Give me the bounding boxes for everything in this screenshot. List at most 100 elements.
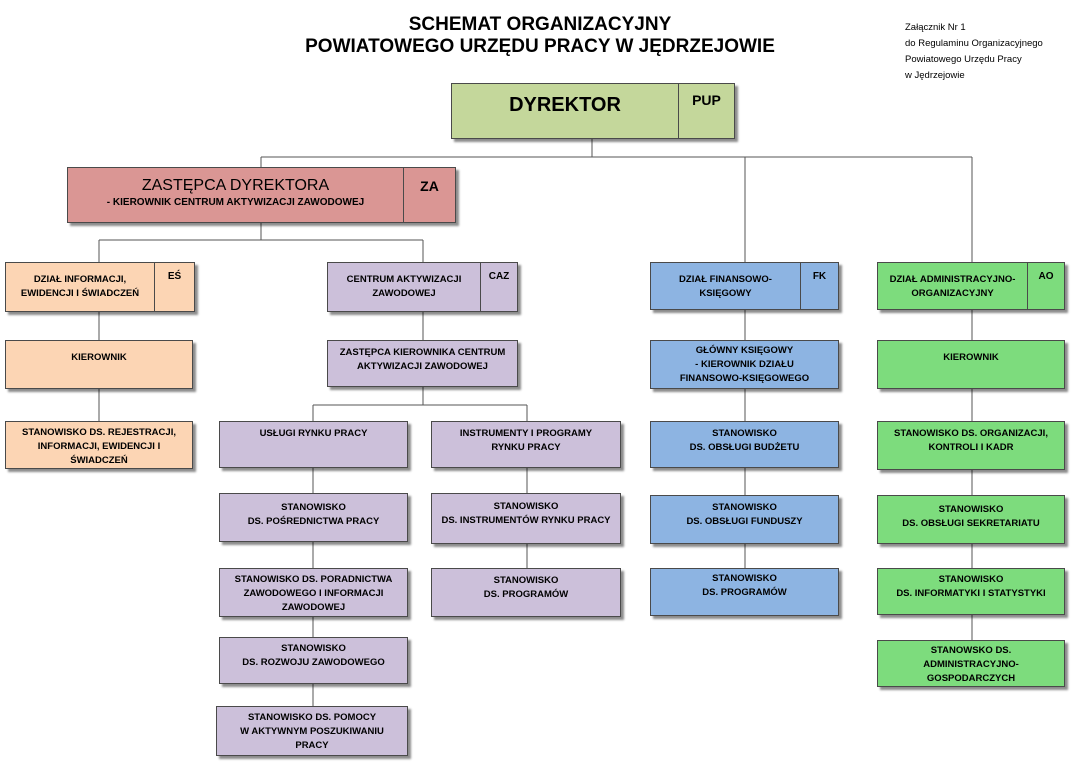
deputy-label: ZASTĘPCA DYREKTORA [141,177,330,194]
caz-counselling-post: STANOWISKO DS. PORADNICTWA ZAWODOWEGO I … [219,568,408,617]
box-line: KONTROLI I KADR [928,442,1014,453]
box-line: ZAWODOWEJ [281,602,346,613]
box-line: STANOWISKO [281,502,346,513]
deputy-sublabel: - KIEROWNIK CENTRUM AKTYWIZACJI ZAWODOWE… [106,197,365,208]
caz-labour-services: USŁUGI RYNKU PRACY [219,421,408,468]
director-box: DYREKTOR PUP [451,83,735,139]
box-line: - KIEROWNIK DZIAŁU [695,359,794,370]
caz-job-placement-label: STANOWISKO DS. POŚREDNICTWA PRACY [220,494,407,541]
caz-instruments-post: STANOWISKO DS. INSTRUMENTÓW RYNKU PRACY [431,493,621,544]
box-line: STANOWISKO [712,573,777,584]
box-line: GOSPODARCZYCH [926,673,1016,684]
annex-line1: Załącznik Nr 1 [905,22,966,33]
deputy-code: ZA [403,168,455,222]
caz-deputy: ZASTĘPCA KIEROWNIKA CENTRUM AKTYWIZACJI … [327,340,518,387]
ao-manager: KIEROWNIK [877,340,1065,389]
caz-instruments-post-label: STANOWISKO DS. INSTRUMENTÓW RYNKU PRACY [432,494,620,543]
dept-fk-head: DZIAŁ FINANSOWO- KSIĘGOWY FK [650,262,839,310]
dept-caz-head: CENTRUM AKTYWIZACJI ZAWODOWEJ CAZ [327,262,518,312]
director-code: PUP [678,84,734,138]
caz-job-placement-post: STANOWISKO DS. POŚREDNICTWA PRACY [219,493,408,542]
box-line: ŚWIADCZEŃ [70,455,128,466]
box-line: INFORMACJI, EWIDENCJI I [37,441,161,452]
director-label: DYREKTOR [509,94,621,116]
chart-title-line2: POWIATOWEGO URZĘDU PRACY W JĘDRZEJOWIE [305,36,775,57]
ao-it-post: STANOWISKO DS. INFORMATYKI I STATYSTYKI [877,568,1065,615]
box-line: DS. ROZWOJU ZAWODOWEGO [242,657,385,668]
caz-instruments-programmes: INSTRUMENTY I PROGRAMY RYNKU PRACY [431,421,621,468]
caz-development-post: STANOWISKO DS. ROZWOJU ZAWODOWEGO [219,637,408,684]
box-line: STANOWISKO [493,575,559,586]
box-line: DZIAŁ FINANSOWO- [679,274,772,285]
box-line: STANOWISKO DS. ORGANIZACJI, [894,428,1048,439]
deputy-label-area: ZASTĘPCA DYREKTORA - KIEROWNIK CENTRUM A… [68,168,403,222]
box-line: STANOWISKO [281,643,346,654]
fk-programmes-post: STANOWISKO DS. PROGRAMÓW [650,568,839,616]
box-line: ZAWODOWEGO I INFORMACJI [243,588,384,599]
chart-title: SCHEMAT ORGANIZACYJNY POWIATOWEGO URZĘDU… [280,14,800,58]
box-line: STANOWISKO DS. REJESTRACJI, [22,427,176,438]
ao-administration-label: STANOWSKO DS. ADMINISTRACYJNO- GOSPODARC… [878,641,1064,686]
box-line: KSIĘGOWY [699,288,752,299]
box-line: STANOWISKO [712,502,777,513]
ao-secretariat-post: STANOWISKO DS. OBSŁUGI SEKRETARIATU [877,495,1065,544]
director-label-area: DYREKTOR [452,84,678,138]
box-line: KIEROWNIK [943,352,999,363]
annex-line4: w Jędrzejowie [905,70,965,81]
box-line: CENTRUM AKTYWIZACJI [346,274,462,285]
caz-programmes-label: STANOWISKO DS. PROGRAMÓW [432,569,620,616]
es-registration-label: STANOWISKO DS. REJESTRACJI, INFORMACJI, … [6,422,192,468]
box-line: ZAWODOWEJ [372,288,436,299]
annex-line2: do Regulaminu Organizacyjnego [905,38,1043,49]
ao-hr-label: STANOWISKO DS. ORGANIZACJI, KONTROLI I K… [878,422,1064,469]
dept-ao-label: DZIAŁ ADMINISTRACYJNO- ORGANIZACYJNY [878,263,1027,309]
caz-instruments-label: INSTRUMENTY I PROGRAMY RYNKU PRACY [432,422,620,467]
dept-es-code: EŚ [154,263,194,311]
ao-administration-post: STANOWSKO DS. ADMINISTRACYJNO- GOSPODARC… [877,640,1065,687]
box-line: KIEROWNIK [71,352,127,363]
fk-chief-accountant: GŁÓWNY KSIĘGOWY - KIEROWNIK DZIAŁU FINAN… [650,340,839,389]
box-line: ZASTĘPCA KIEROWNIKA CENTRUM [339,347,506,358]
box-line: STANOWISKO DS. POMOCY [247,712,377,723]
box-line: AKTYWIZACJI ZAWODOWEJ [357,361,488,372]
box-line: GŁÓWNY KSIĘGOWY [695,345,794,356]
box-line: W AKTYWNYM POSZUKIWANIU [240,726,384,737]
dept-fk-code: FK [800,263,838,309]
box-line: PRACY [295,740,329,751]
caz-counselling-label: STANOWISKO DS. PORADNICTWA ZAWODOWEGO I … [220,569,407,616]
dept-es-head: DZIAŁ INFORMACJI, EWIDENCJI I ŚWIADCZEŃ … [5,262,195,312]
dept-ao-code: AO [1027,263,1064,309]
caz-labour-services-label: USŁUGI RYNKU PRACY [220,422,407,467]
box-line: INSTRUMENTY I PROGRAMY [459,428,593,439]
ao-it-label: STANOWISKO DS. INFORMATYKI I STATYSTYKI [878,569,1064,614]
box-line: DS. INSTRUMENTÓW RYNKU PRACY [441,515,611,526]
ao-manager-label: KIEROWNIK [878,341,1064,388]
box-line: FINANSOWO-KSIĘGOWEGO [679,373,810,384]
box-line: DS. OBSŁUGI SEKRETARIATU [902,518,1040,529]
box-line: STANOWSKO DS. ADMINISTRACYJNO- [923,645,1019,670]
box-line: DS. INFORMATYKI I STATYSTYKI [896,588,1046,599]
box-line: STANOWISKO [938,504,1004,515]
box-line: DS. PROGRAMÓW [702,587,787,598]
box-line: DS. POŚREDNICTWA PRACY [247,516,380,527]
fk-funds-label: STANOWISKO DS. OBSŁUGI FUNDUSZY [651,496,838,543]
dept-es-label-line: DZIAŁ INFORMACJI, [33,274,127,285]
deputy-director-box: ZASTĘPCA DYREKTORA - KIEROWNIK CENTRUM A… [67,167,456,223]
box-line: ORGANIZACYJNY [911,288,994,299]
dept-fk-label: DZIAŁ FINANSOWO- KSIĘGOWY [651,263,800,309]
fk-chief-accountant-label: GŁÓWNY KSIĘGOWY - KIEROWNIK DZIAŁU FINAN… [651,341,838,388]
dept-es-label: DZIAŁ INFORMACJI, EWIDENCJI I ŚWIADCZEŃ [6,263,154,311]
fk-funds-post: STANOWISKO DS. OBSŁUGI FUNDUSZY [650,495,839,544]
caz-programmes-post: STANOWISKO DS. PROGRAMÓW [431,568,621,617]
box-line: STANOWISKO [712,428,777,439]
box-line: STANOWISKO [493,501,559,512]
box-line: STANOWISKO DS. PORADNICTWA [234,574,393,585]
dept-es-label-line: EWIDENCJI I ŚWIADCZEŃ [20,288,140,299]
box-line: DZIAŁ ADMINISTRACYJNO- [889,274,1016,285]
box-line: RYNKU PRACY [491,442,561,453]
box-line: DS. OBSŁUGI BUDŻETU [689,442,800,453]
fk-budget-label: STANOWISKO DS. OBSŁUGI BUDŻETU [651,422,838,467]
ao-hr-post: STANOWISKO DS. ORGANIZACJI, KONTROLI I K… [877,421,1065,470]
dept-caz-label: CENTRUM AKTYWIZACJI ZAWODOWEJ [328,263,480,311]
